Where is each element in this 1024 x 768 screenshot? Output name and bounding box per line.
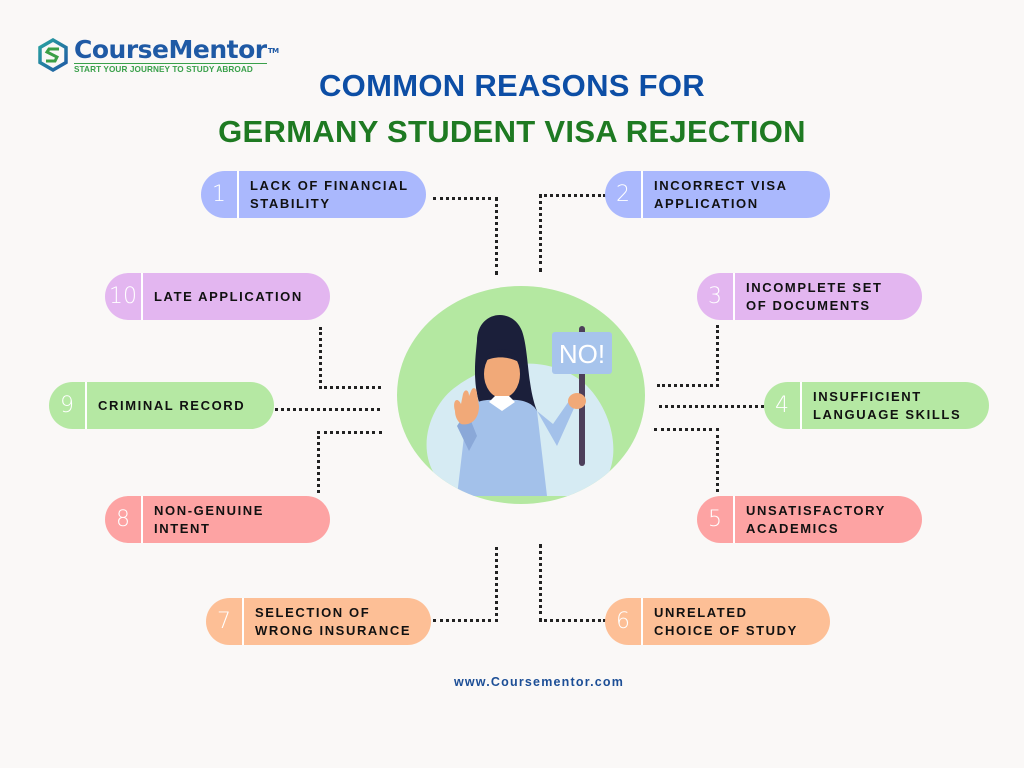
connector-7 [433,547,498,622]
reason-label: UNRELATED CHOICE OF STUDY [654,604,798,638]
connector-4 [659,405,764,408]
reason-number: 7 [206,598,244,645]
reason-label: UNSATISFACTORY ACADEMICS [746,502,886,536]
reason-number: 9 [49,382,87,429]
reason-number: 4 [764,382,802,429]
reason-number: 6 [605,598,643,645]
reason-8: 8 NON-GENUINE INTENT [105,496,330,543]
reason-number: 5 [697,496,735,543]
reason-number: 8 [105,496,143,543]
reason-4: 4 INSUFFICIENT LANGUAGE SKILLS [764,382,989,429]
reason-5: 5 UNSATISFACTORY ACADEMICS [697,496,922,543]
reason-label: NON-GENUINE INTENT [154,502,265,536]
reason-number: 3 [697,273,735,320]
connector-10 [319,327,381,389]
reason-number: 1 [201,171,239,218]
brand-name-text: CourseMentor [74,35,267,64]
reason-7: 7 SELECTION OF WRONG INSURANCE [206,598,431,645]
trademark: TM [267,47,279,55]
reason-label: LATE APPLICATION [154,288,303,304]
reason-label: INCORRECT VISA APPLICATION [654,177,788,211]
title-line-2: GERMANY STUDENT VISA REJECTION [218,114,806,149]
center-illustration: NO! [397,286,645,504]
footer-url[interactable]: www.Coursementor.com [453,675,625,689]
sign-text: NO! [559,339,605,369]
reason-label: CRIMINAL RECORD [98,397,246,413]
connector-5 [654,428,719,492]
connector-3 [657,325,719,387]
title-line-1: COMMON REASONS FOR [318,68,705,103]
reason-number: 2 [605,171,643,218]
reason-1: 1 LACK OF FINANCIAL STABILITY [201,171,426,218]
connector-6 [539,544,606,622]
reason-label: INCOMPLETE SET OF DOCUMENTS [746,279,883,313]
brand-name: CourseMentor TM [74,35,279,64]
logo-hexagon-icon [38,38,68,72]
reason-3: 3 INCOMPLETE SET OF DOCUMENTS [697,273,922,320]
reason-9: 9 CRIMINAL RECORD [49,382,274,429]
reason-6: 6 UNRELATED CHOICE OF STUDY [605,598,830,645]
reason-label: LACK OF FINANCIAL STABILITY [250,177,409,211]
woman-holding-no-sign-icon: NO! [426,314,614,496]
reason-label: INSUFFICIENT LANGUAGE SKILLS [813,388,962,422]
connector-2 [539,194,606,272]
connector-1 [433,197,498,275]
brand-logo: CourseMentor TM START YOUR JOURNEY TO ST… [36,35,279,75]
reason-10: 10 LATE APPLICATION [105,273,330,320]
connector-9 [275,408,380,411]
reason-number: 10 [105,273,143,320]
brand-tagline: START YOUR JOURNEY TO STUDY ABROAD [74,63,267,74]
reason-label: SELECTION OF WRONG INSURANCE [255,604,412,638]
reason-2: 2 INCORRECT VISA APPLICATION [605,171,830,218]
connector-8 [317,431,382,493]
